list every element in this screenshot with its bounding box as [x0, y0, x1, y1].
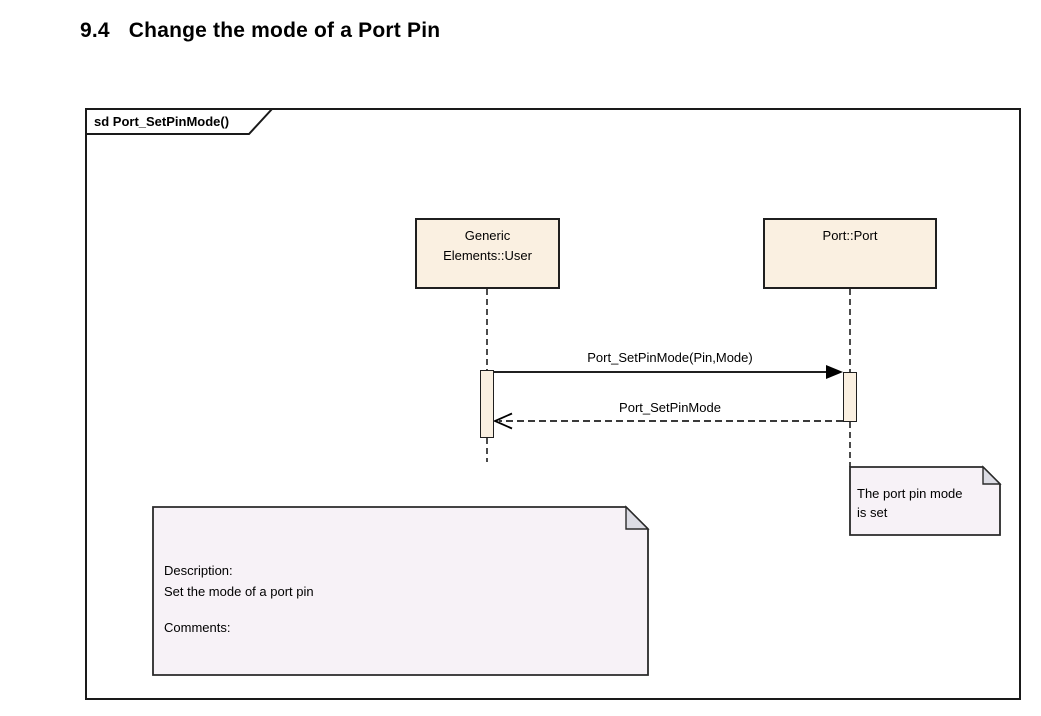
note-line: The port pin mode — [857, 486, 963, 501]
section-heading: 9.4 Change the mode of a Port Pin — [80, 19, 440, 43]
note-line: Set the mode of a port pin — [164, 584, 314, 599]
note-description: Description: Set the mode of a port pin … — [164, 560, 634, 638]
note-line: is set — [857, 505, 888, 520]
lifeline-head-port: Port::Port — [763, 218, 937, 289]
note-line: Comments: — [164, 620, 231, 635]
lifeline-port-name: Port::Port — [822, 228, 878, 243]
return-message-label: Port_SetPinMode — [619, 400, 721, 415]
section-title: Change the mode of a Port Pin — [128, 19, 441, 42]
note-line — [164, 602, 634, 617]
section-number: 9.4 — [80, 19, 110, 42]
note-line: Description: — [164, 563, 233, 578]
note-port-pin-mode: The port pin mode is set — [857, 484, 993, 522]
lifeline-user-name-line2: Elements::User — [443, 248, 532, 263]
activation-bar-port — [843, 372, 857, 422]
frame-label: sd Port_SetPinMode() — [94, 114, 230, 129]
lifeline-user-name-line1: Generic — [464, 228, 511, 243]
call-message-label: Port_SetPinMode(Pin,Mode) — [587, 350, 753, 365]
activation-bar-user — [480, 370, 494, 438]
lifeline-head-user: Generic Elements::User — [415, 218, 560, 289]
